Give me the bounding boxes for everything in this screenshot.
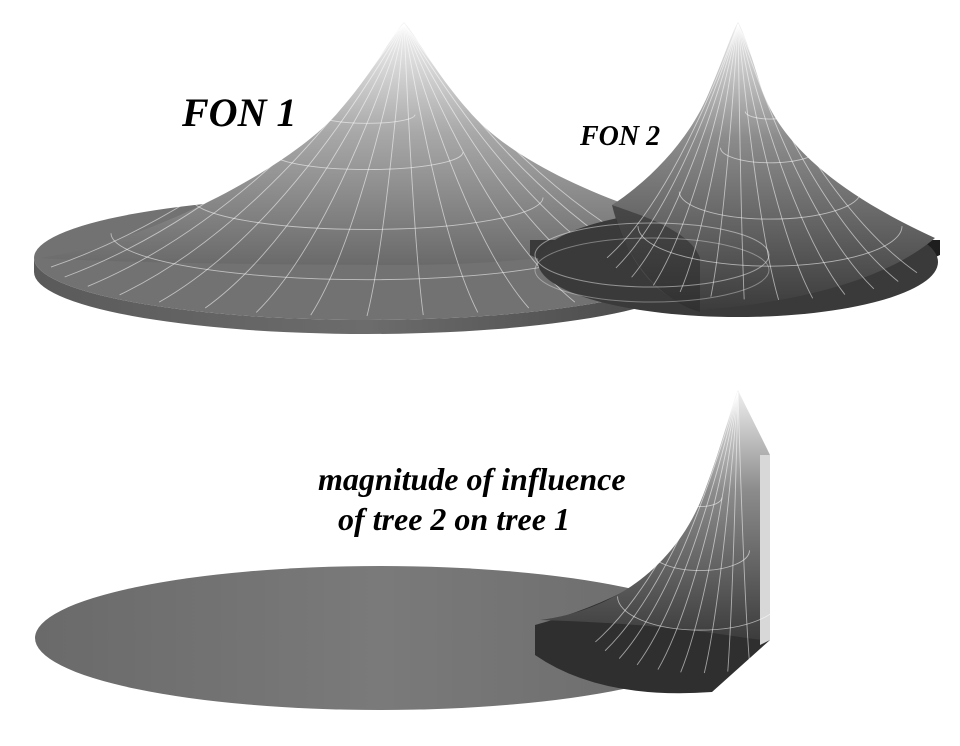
mesh-radial-line bbox=[204, 23, 405, 309]
mesh-radial-line bbox=[737, 23, 918, 274]
mesh-ring-line bbox=[650, 550, 750, 571]
influence-cone bbox=[540, 390, 770, 640]
influence-wedge bbox=[535, 455, 770, 694]
overlap-region bbox=[612, 205, 700, 312]
mesh-radial-line bbox=[606, 23, 739, 259]
mesh-radial-line bbox=[737, 23, 875, 290]
mesh-radial-line bbox=[403, 23, 479, 313]
fon2-ghost-ring bbox=[534, 222, 770, 288]
mesh-radial-line bbox=[652, 23, 739, 286]
fon2-surface bbox=[530, 22, 940, 317]
mesh-radial-line bbox=[737, 23, 780, 301]
mesh-ring-line bbox=[677, 497, 723, 507]
mesh-radial-line bbox=[727, 391, 739, 672]
fon1-label: FON 1 bbox=[181, 90, 296, 135]
mesh-ring-line bbox=[744, 111, 796, 120]
mesh-radial-line bbox=[310, 23, 405, 316]
mesh-ring-line bbox=[720, 147, 820, 164]
mesh-radial-line bbox=[158, 23, 405, 303]
mesh-radial-line bbox=[679, 23, 739, 293]
influence-side-wall bbox=[760, 455, 770, 645]
mesh-radial-line bbox=[636, 391, 739, 666]
mesh-ring-line bbox=[678, 191, 862, 220]
fon2-mesh-lines bbox=[606, 23, 918, 301]
fon1-mesh-lines bbox=[50, 23, 684, 317]
mesh-radial-line bbox=[703, 391, 739, 674]
mesh-radial-line bbox=[255, 23, 405, 313]
fon1-shadow-disc bbox=[35, 566, 725, 710]
mesh-radial-line bbox=[680, 391, 739, 673]
mesh-radial-line bbox=[366, 23, 405, 317]
mesh-radial-line bbox=[631, 23, 739, 278]
mesh-radial-line bbox=[737, 23, 846, 295]
influence-label-line1: magnitude of influence bbox=[318, 461, 626, 497]
influence-figure bbox=[35, 390, 783, 710]
fon2-cone bbox=[612, 22, 935, 310]
mesh-radial-line bbox=[64, 23, 405, 278]
mesh-ring-line bbox=[318, 114, 416, 124]
mesh-radial-line bbox=[737, 23, 814, 299]
mesh-radial-line bbox=[710, 23, 739, 297]
mesh-radial-line bbox=[87, 23, 405, 287]
fon1-disc-side bbox=[34, 258, 700, 334]
mesh-radial-line bbox=[403, 23, 530, 309]
mesh-radial-line bbox=[615, 23, 739, 269]
fon1-surface bbox=[34, 22, 700, 334]
fon2-label: FON 2 bbox=[579, 121, 660, 152]
mesh-radial-line bbox=[737, 391, 751, 669]
mesh-radial-line bbox=[50, 23, 405, 268]
influence-label-line2: of tree 2 on tree 1 bbox=[338, 501, 570, 537]
mesh-radial-line bbox=[737, 23, 899, 282]
mesh-ring-line bbox=[637, 226, 903, 267]
mesh-radial-line bbox=[595, 391, 739, 643]
mesh-radial-line bbox=[403, 23, 424, 316]
mesh-ring-line bbox=[617, 596, 783, 631]
mesh-ring-line bbox=[270, 152, 464, 171]
influence-mesh-lines bbox=[595, 391, 783, 674]
fon1-cone bbox=[40, 22, 690, 265]
mesh-radial-line bbox=[737, 23, 745, 300]
mesh-ring-line bbox=[190, 197, 544, 230]
mesh-radial-line bbox=[119, 23, 405, 296]
mesh-radial-line bbox=[657, 391, 739, 670]
mesh-radial-line bbox=[618, 391, 739, 659]
mesh-radial-line bbox=[604, 391, 739, 652]
